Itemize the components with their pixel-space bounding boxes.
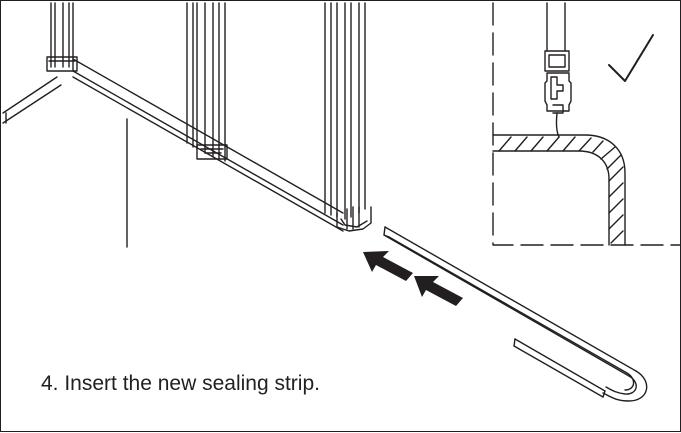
- checkmark-icon: [608, 34, 654, 82]
- shower-enclosure: [2, 2, 372, 248]
- arrow-left-icon: [414, 276, 463, 306]
- instruction-caption: 4. Insert the new sealing strip.: [41, 372, 320, 395]
- detail-inset: [492, 2, 681, 246]
- sealing-strip: [383, 226, 648, 402]
- arrow-left-icon: [363, 251, 413, 281]
